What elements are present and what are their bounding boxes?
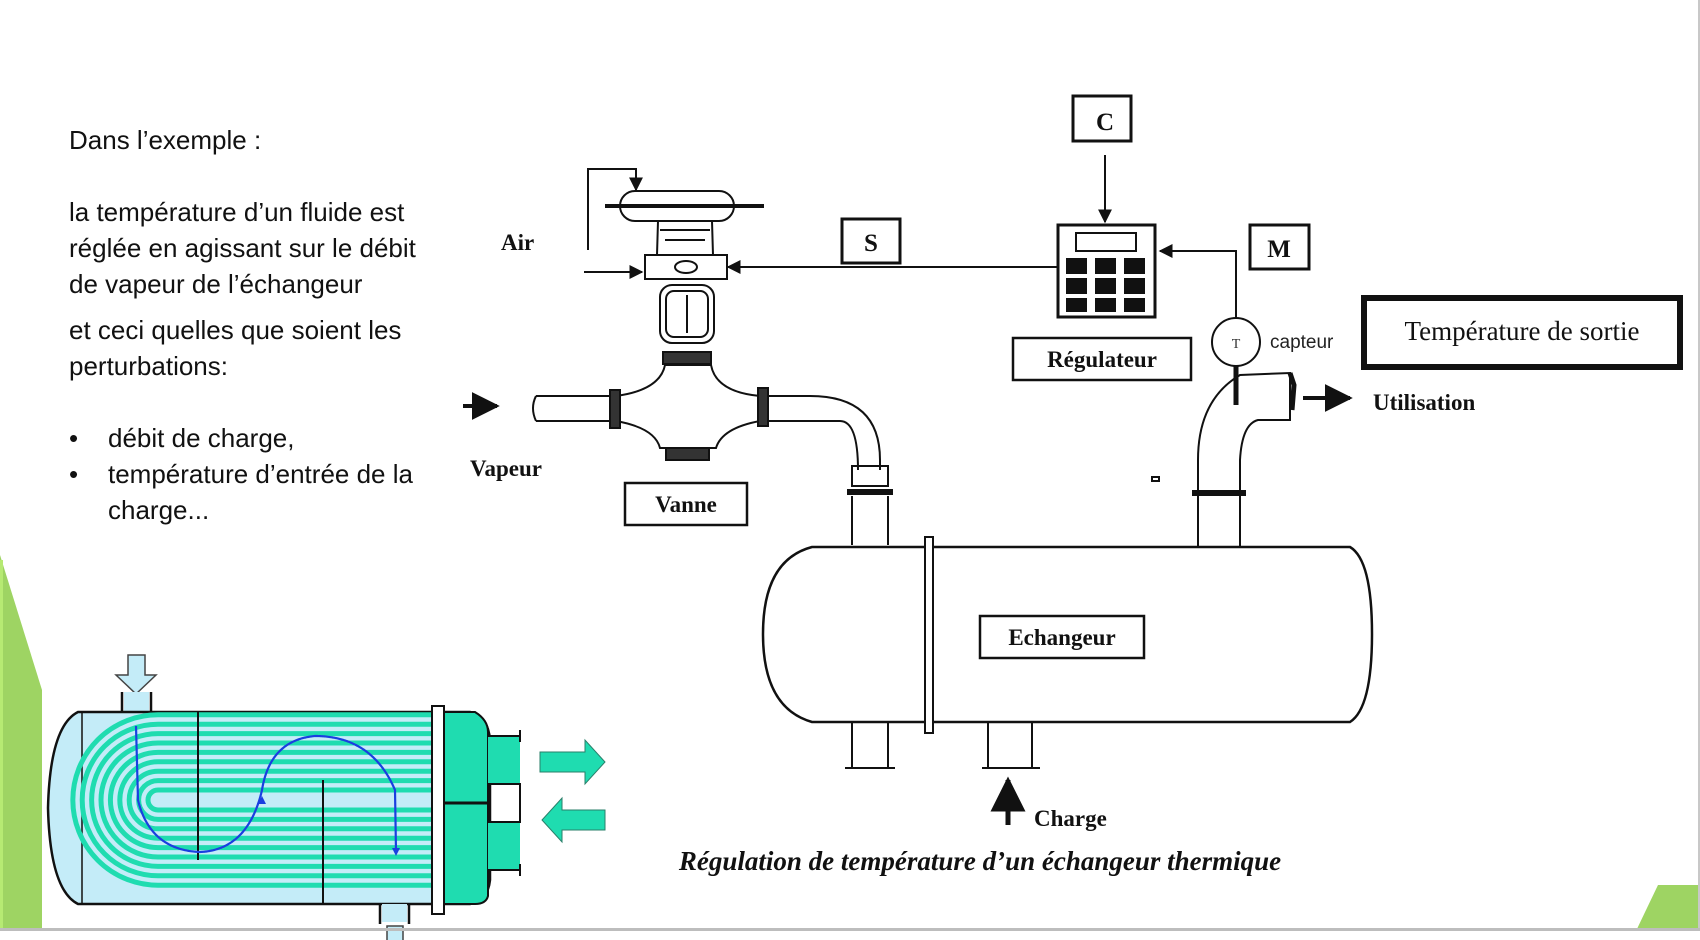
shell-inlet-arrow — [114, 654, 158, 696]
u-tube — [70, 712, 432, 888]
slide-border-right — [1698, 0, 1700, 931]
paragraph-perturbations: et ceci quelles que soient les perturbat… — [69, 315, 402, 381]
measurement-line — [1158, 244, 1237, 318]
exchanger-label: Echangeur — [1008, 625, 1115, 650]
bullet-icon: • — [69, 459, 79, 489]
slide-border-bottom — [0, 928, 1700, 931]
u-tube — [117, 759, 432, 841]
valve-label-box — [623, 481, 749, 527]
u-tube — [89, 731, 432, 869]
measurement-label: M — [1267, 236, 1291, 263]
left-accent-highlight — [0, 560, 3, 928]
control-signal-label: S — [864, 230, 878, 257]
u-tube — [145, 787, 432, 813]
charge-label: Charge — [1034, 806, 1107, 831]
u-tube — [79, 721, 432, 879]
sensor-symbol: T — [1232, 337, 1241, 352]
control-signal-box — [840, 217, 902, 265]
exchanger-vessel — [761, 371, 1374, 825]
left-accent-shape — [0, 555, 42, 928]
tube-inlet-arrow — [541, 796, 606, 844]
regulator-label: Régulateur — [1047, 347, 1157, 372]
list-item: • débit de charge, — [69, 420, 449, 456]
regulator-label-box — [1011, 336, 1193, 382]
measurement-box — [1248, 223, 1311, 271]
paragraph-regulation: la température d’un fluide est réglée en… — [69, 197, 416, 299]
bottom-right-accent-polygon — [1636, 885, 1700, 931]
utilisation-label: Utilisation — [1373, 390, 1475, 415]
control-valve — [463, 168, 893, 545]
output-temperature-box — [1361, 295, 1683, 370]
intro-text: Dans l’exemple : — [69, 125, 262, 155]
setpoint-box — [1071, 94, 1133, 143]
air-label: Air — [501, 230, 534, 255]
exchanger-illustration — [46, 654, 606, 940]
steam-label: Vapeur — [470, 456, 542, 481]
left-accent-polygon — [0, 555, 42, 928]
diagram-caption: Régulation de température d’un échangeur… — [678, 846, 1281, 876]
sensor-label: capteur — [1270, 332, 1334, 353]
tube-outlet-arrow — [539, 738, 606, 786]
bottom-right-accent-shape — [1636, 885, 1700, 931]
list-item: • température d’entrée de la charge... — [69, 456, 449, 528]
list-item-label: température d’entrée de la charge... — [108, 459, 413, 525]
u-tube — [107, 749, 432, 851]
shell-flow-path — [134, 725, 398, 854]
exchanger-label-box — [978, 614, 1146, 660]
list-item-label: débit de charge, — [108, 423, 295, 453]
explanation-text: Dans l’exemple : la température d’un flu… — [69, 122, 449, 528]
perturbation-list: • débit de charge, • température d’entré… — [69, 420, 449, 528]
bullet-icon: • — [69, 423, 79, 453]
regulator-device — [1056, 223, 1157, 319]
setpoint-label: C — [1096, 109, 1114, 136]
output-temperature-label: Température de sortie — [1405, 316, 1640, 346]
valve-label: Vanne — [655, 492, 717, 517]
